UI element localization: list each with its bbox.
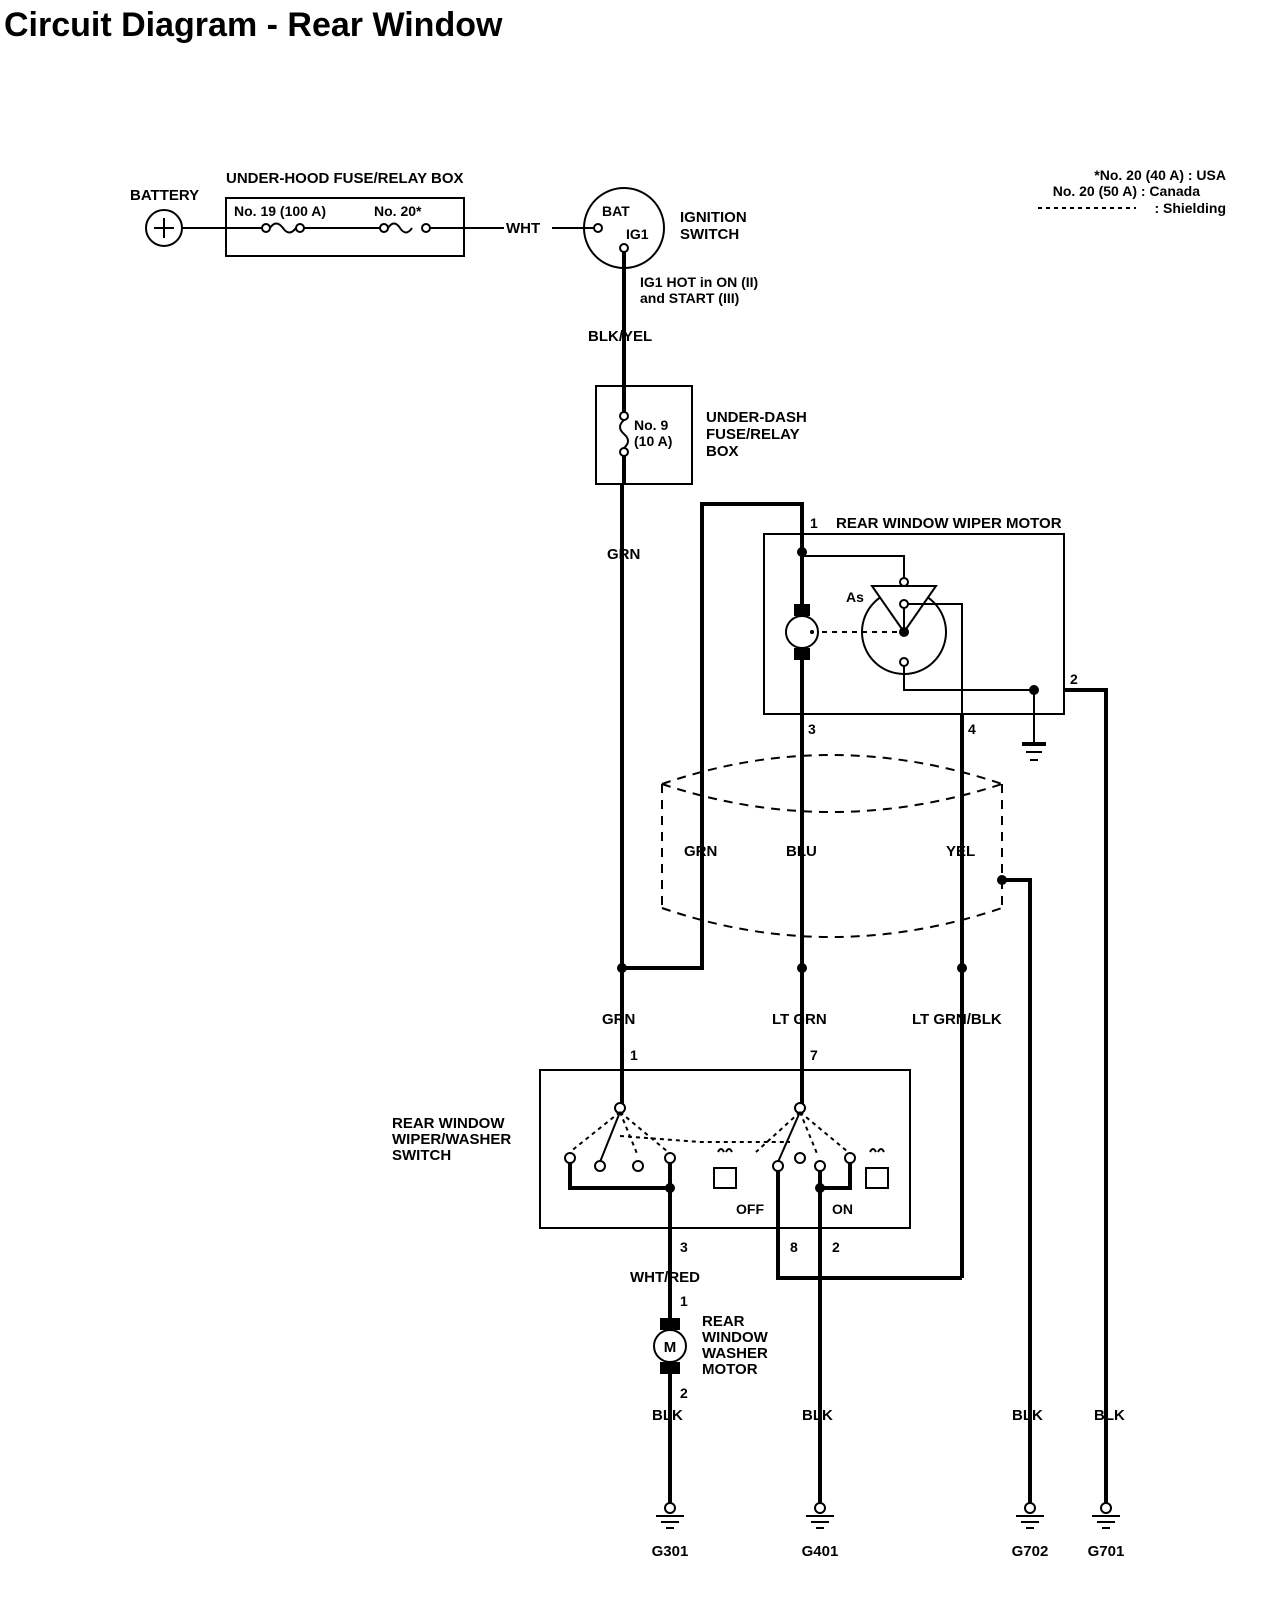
wire-pin8-lt-grn-blk: [776, 1170, 962, 1280]
wire-label-blk-4: BLK: [1094, 1407, 1125, 1424]
ignition-label-2: SWITCH: [680, 226, 739, 243]
switch-label-2: WIPER/WASHER: [392, 1131, 511, 1148]
switch-label-3: SWITCH: [392, 1147, 451, 1164]
ignition-note-2: and START (III): [640, 290, 739, 306]
fuse-20-symbol: [387, 222, 413, 234]
ground-g702: G702: [1012, 1502, 1049, 1560]
battery: BATTERY: [130, 187, 199, 247]
switch-pin-1: 1: [630, 1047, 638, 1063]
washer-motor-label-4: MOTOR: [702, 1361, 758, 1378]
notes: *No. 20 (40 A) : USA No. 20 (50 A) : Can…: [1038, 167, 1226, 216]
fuse-9-label: No. 9: [634, 417, 668, 433]
note-shielding: : Shielding: [1154, 200, 1226, 216]
wire-label-blk-2: BLK: [802, 1407, 833, 1424]
battery-label: BATTERY: [130, 187, 199, 204]
auto-stop-label: As: [846, 589, 864, 605]
page-title: Circuit Diagram - Rear Window: [4, 6, 503, 44]
underdash-label-3: BOX: [706, 443, 739, 460]
ignition-switch: BAT IG1 IGNITION SWITCH IG1 HOT in ON (I…: [583, 187, 758, 306]
wiper-motor-pin-2: 2: [1070, 671, 1078, 687]
splice-yel: [957, 963, 967, 973]
wire-label-grn-switch: GRN: [602, 1011, 635, 1028]
fuse-19-label: No. 19 (100 A): [234, 203, 326, 219]
switch-pin-3: 3: [680, 1239, 688, 1255]
underhood-box-outline: [225, 197, 465, 257]
wire-label-grn: GRN: [607, 546, 640, 563]
note-canada: No. 20 (50 A) : Canada: [1053, 183, 1201, 199]
underhood-fuse-box: UNDER-HOOD FUSE/RELAY BOX No. 19 (100 A)…: [225, 170, 465, 257]
switch-pin-2: 2: [832, 1239, 840, 1255]
washer-motor-label-3: WASHER: [702, 1345, 768, 1362]
switch-outline: [539, 1069, 911, 1229]
wiper-motor-pin-1: 1: [810, 515, 818, 531]
wire-label-wht-red: WHT/RED: [630, 1269, 700, 1286]
washer-motor: 1 M REAR WINDOW WASHER MOTOR 2: [653, 1293, 769, 1401]
wiper-washer-switch: 1 7 REAR WINDOW WIPER/WASHER SWITCH: [392, 1047, 911, 1255]
ground-g701: G701: [1088, 1502, 1125, 1560]
wire-label-grn-shield: GRN: [684, 843, 717, 860]
underdash-label-2: FUSE/RELAY: [706, 426, 800, 443]
ignition-ig1-label: IG1: [626, 226, 649, 242]
wiper-motor-label: REAR WINDOW WIPER MOTOR: [836, 515, 1062, 532]
wiper-motor-pin-3: 3: [808, 721, 816, 737]
splice-grn: [617, 963, 627, 973]
wire-label-blk-yel: BLK/YEL: [588, 328, 652, 345]
ignition-label-1: IGNITION: [680, 209, 747, 226]
washer-motor-label-1: REAR: [702, 1313, 745, 1330]
underdash-label-1: UNDER-DASH: [706, 409, 807, 426]
wire-label-lt-grn-blk: LT GRN/BLK: [912, 1011, 1002, 1028]
fuse-9-rating: (10 A): [634, 433, 672, 449]
ground-g702-label: G702: [1012, 1543, 1049, 1560]
washer-motor-pin-2: 2: [680, 1385, 688, 1401]
wiper-motor-pin-4: 4: [968, 721, 976, 737]
wire-label-blk-1: BLK: [652, 1407, 683, 1424]
ground-g301-label: G301: [652, 1543, 689, 1560]
ground-g401-label: G401: [802, 1543, 839, 1560]
wiper-motor-outline: [763, 533, 1065, 715]
ignition-bat-label: BAT: [602, 203, 630, 219]
note-usa: *No. 20 (40 A) : USA: [1094, 167, 1226, 183]
switch-off-label: OFF: [736, 1201, 764, 1217]
underdash-fuse-box: No. 9 (10 A) UNDER-DASH FUSE/RELAY BOX: [595, 385, 807, 485]
washer-motor-m: M: [664, 1339, 677, 1356]
wire-label-wht: WHT: [506, 220, 540, 237]
wire-blk-g701: [1064, 688, 1108, 1504]
wire-grn-branch: [622, 502, 804, 970]
ground-g701-label: G701: [1088, 1543, 1125, 1560]
ground-g401: G401: [802, 1502, 839, 1560]
switch-on-label: ON: [832, 1201, 853, 1217]
wire-label-blk-3: BLK: [1012, 1407, 1043, 1424]
ignition-note-1: IG1 HOT in ON (II): [640, 274, 758, 290]
switch-pin-7: 7: [810, 1047, 818, 1063]
fuse-19-symbol: [269, 222, 297, 234]
wire-label-lt-grn: LT GRN: [772, 1011, 827, 1028]
splice-blu: [797, 963, 807, 973]
wire-label-yel: YEL: [946, 843, 975, 860]
fuse-20-label: No. 20*: [374, 203, 422, 219]
ground-g301: G301: [652, 1502, 689, 1560]
wire-blk-g702: [1002, 878, 1032, 1504]
switch-label-1: REAR WINDOW: [392, 1115, 505, 1132]
switch-pin-8: 8: [790, 1239, 798, 1255]
washer-motor-pin-1: 1: [680, 1293, 688, 1309]
underhood-box-label: UNDER-HOOD FUSE/RELAY BOX: [226, 170, 464, 187]
rear-wiper-motor: 1 REAR WINDOW WIPER MOTOR As 3 4 2: [763, 515, 1078, 761]
wire-label-blu: BLU: [786, 843, 817, 860]
underdash-box-outline: [595, 385, 693, 485]
washer-motor-label-2: WINDOW: [702, 1329, 769, 1346]
fuse-9-symbol: [619, 419, 629, 449]
